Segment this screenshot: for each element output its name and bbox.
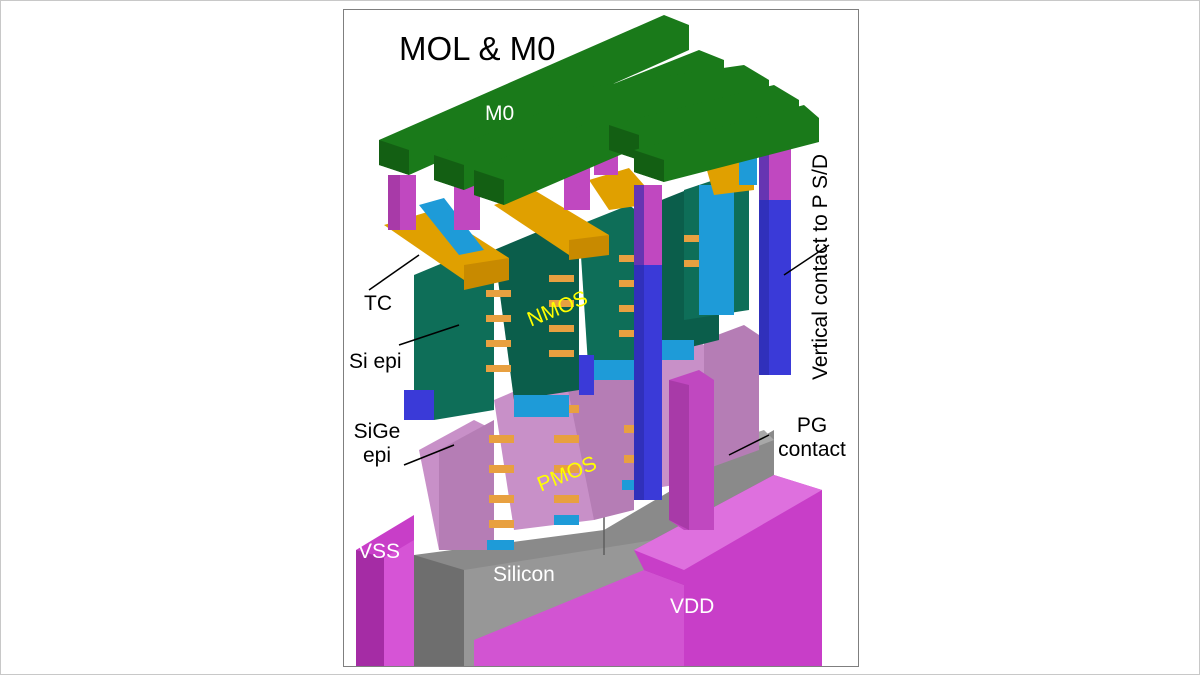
diagram-title: MOL & M0 [399, 30, 556, 67]
sige-epi-label-line1: SiGe [353, 420, 401, 443]
m0-metal-lines [379, 15, 819, 205]
vdd-label: VDD [670, 595, 715, 618]
vertical-contact-label: Vertical contact to P S/D [809, 153, 832, 380]
vertical-contact-p-sd [634, 135, 791, 500]
sige-epi-label-line2: epi [362, 444, 392, 467]
vdd-power-rail [474, 475, 822, 666]
pg-contact-label: PG contact [767, 414, 857, 462]
pg-contact-post [669, 370, 714, 530]
vss-label: VSS [358, 540, 401, 563]
pg-contact-label-line1: PG [796, 414, 828, 437]
vss-power-rail [356, 515, 414, 666]
pg-contact-label-line2: contact [778, 438, 846, 461]
cfet-diagram: MOL & M0 M0 TC Si epi SiGe epi NMOS PMOS… [343, 9, 859, 667]
leader-lines [368, 244, 830, 466]
cfet-3d-illustration [356, 15, 830, 666]
tc-label: TC [364, 292, 392, 315]
sige-epi-label: SiGe epi [352, 420, 402, 468]
nmos-stack [404, 175, 749, 420]
silicon-label: Silicon [493, 563, 555, 586]
m0-label: M0 [485, 102, 515, 125]
si-epi-label: Si epi [349, 350, 402, 373]
